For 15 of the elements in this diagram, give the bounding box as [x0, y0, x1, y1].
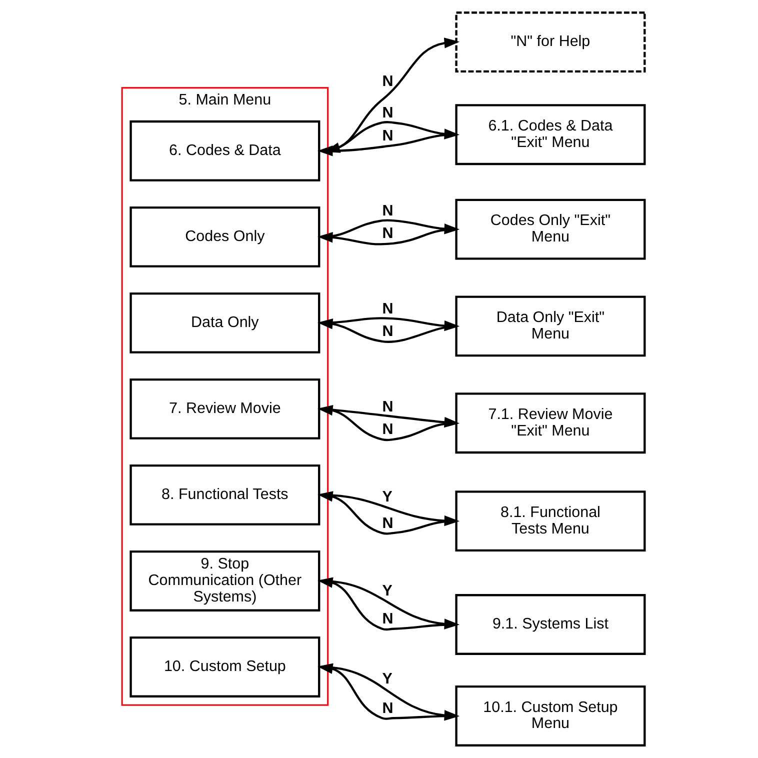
edge-label: N — [382, 104, 394, 122]
edge-label: Y — [382, 488, 392, 506]
edge-label: N — [382, 300, 394, 318]
edge-label: N — [382, 127, 394, 144]
edge-label: N — [382, 72, 394, 90]
edge-label: N — [382, 202, 394, 220]
edge-label: Y — [382, 582, 392, 600]
edge-label: N — [382, 398, 394, 416]
edge-label: N — [382, 225, 394, 242]
edge-label: Y — [382, 670, 392, 688]
edge-label: N — [382, 700, 394, 717]
edge-label: N — [382, 514, 394, 532]
edge-label: N — [382, 421, 394, 438]
edge-label: N — [382, 323, 394, 340]
edge-label: N — [382, 610, 394, 628]
